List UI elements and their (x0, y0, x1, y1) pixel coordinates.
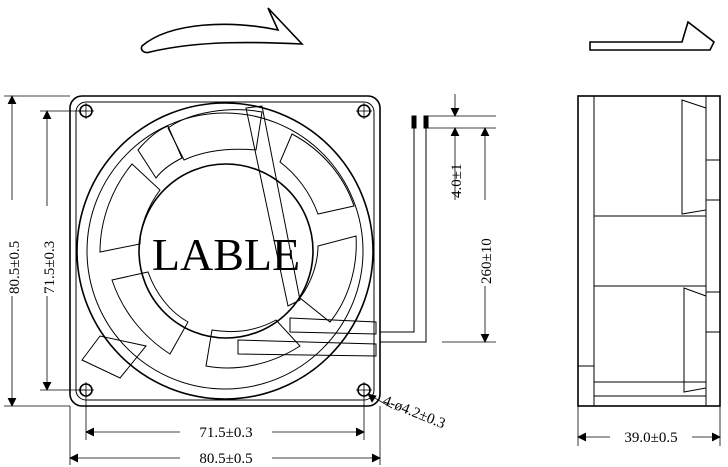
dim-side-depth: 39.0±0.5 (624, 430, 677, 446)
lead-wires (380, 115, 429, 343)
fan-front-view: LABLE (69, 95, 381, 407)
dim-lead-length: 260±10 (479, 238, 495, 284)
side-depth-dimension-lines (577, 406, 721, 446)
hub-label: LABLE (152, 229, 300, 280)
dim-lead-strip: 4.0±1 (449, 164, 465, 198)
lead-dimension-lines (428, 94, 496, 343)
rotation-arrow-icon (140, 7, 304, 54)
mount-hole-top-right (356, 103, 372, 119)
dim-front-inner-height: 71.5±0.3 (42, 241, 58, 294)
fan-side-view (577, 95, 721, 407)
front-height-dimension-lines (4, 95, 86, 407)
front-width-dimension-lines (69, 390, 393, 465)
dim-front-inner-width: 71.5±0.3 (199, 425, 252, 441)
dim-hole-spec: 4-ø4.2±0.3 (381, 393, 448, 432)
dim-front-outer-width: 80.5±0.5 (199, 451, 252, 467)
dim-front-outer-height: 80.5±0.5 (7, 241, 23, 294)
airflow-arrow-icon (589, 20, 716, 51)
